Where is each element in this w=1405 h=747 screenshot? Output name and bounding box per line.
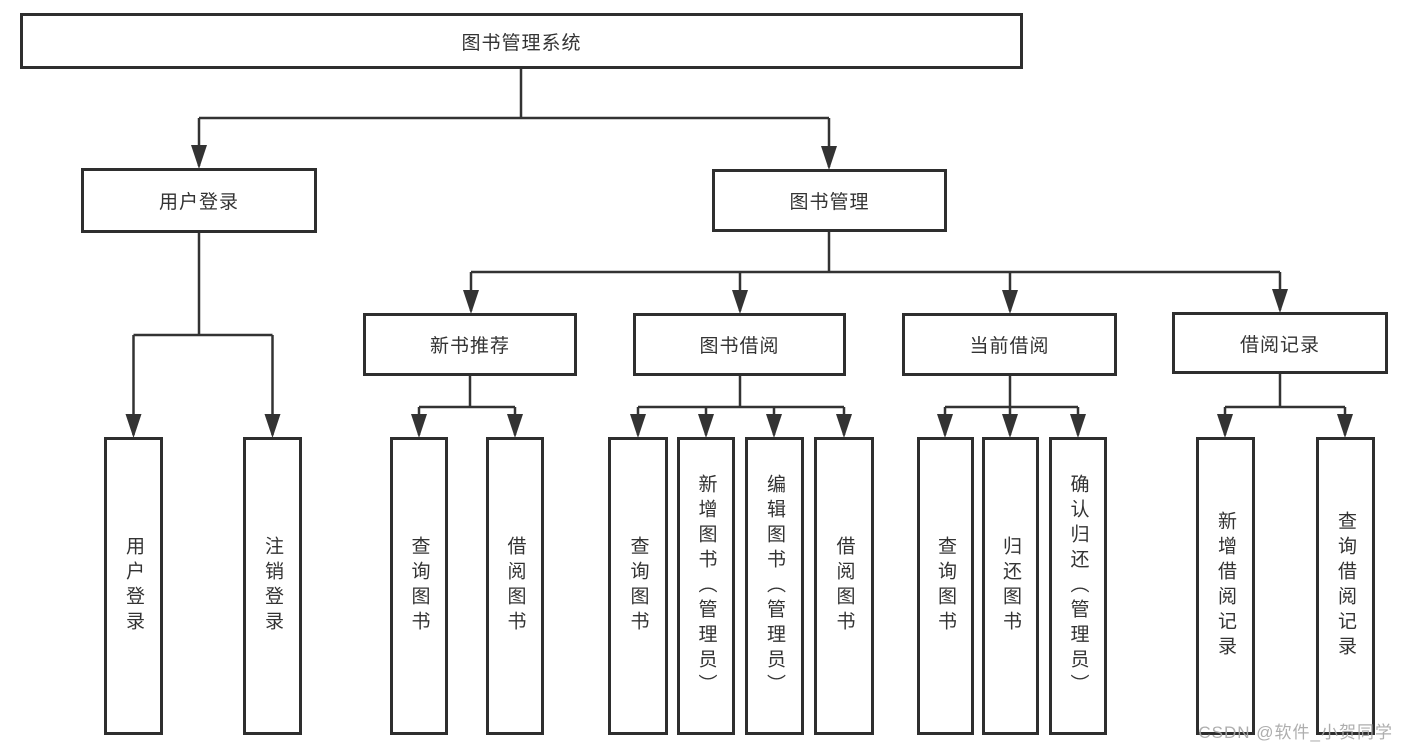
node-current-borrowing: 当前借阅 xyxy=(902,313,1117,376)
node-user-login-label: 用户登录 xyxy=(158,192,239,213)
leaf-query-borrow-record: 查询借阅记录 xyxy=(1316,437,1375,735)
leaf-user-login: 用户登录 xyxy=(104,437,163,735)
leaf-add-books-admin-label: 新增图书（管理员） xyxy=(695,473,717,699)
leaf-query-books-recommend-label: 查询图书 xyxy=(408,536,430,636)
arrowhead-icons xyxy=(125,145,1353,438)
node-root-label: 图书管理系统 xyxy=(461,32,582,54)
leaf-confirm-return-admin: 确认归还（管理员） xyxy=(1049,437,1107,735)
leaf-edit-books-admin: 编辑图书（管理员） xyxy=(745,437,804,735)
node-book-borrowing: 图书借阅 xyxy=(633,313,846,376)
leaf-logout-label: 注销登录 xyxy=(262,536,283,636)
leaf-borrow-books: 借阅图书 xyxy=(814,437,874,735)
leaf-add-borrow-record: 新增借阅记录 xyxy=(1196,437,1255,735)
node-book-management: 图书管理 xyxy=(712,169,947,232)
leaf-query-books-borrow: 查询图书 xyxy=(608,437,668,735)
node-current-borrowing-label: 当前借阅 xyxy=(969,336,1050,357)
leaf-borrow-books-label: 借阅图书 xyxy=(833,536,855,636)
leaf-query-borrow-record-label: 查询借阅记录 xyxy=(1335,511,1356,661)
leaf-borrow-books-recommend-label: 借阅图书 xyxy=(504,536,526,636)
leaf-query-books-recommend: 查询图书 xyxy=(390,437,448,735)
leaf-confirm-return-admin-label: 确认归还（管理员） xyxy=(1067,473,1089,699)
node-borrowing-records-label: 借阅记录 xyxy=(1239,334,1320,356)
leaf-add-borrow-record-label: 新增借阅记录 xyxy=(1215,511,1236,661)
node-user-login: 用户登录 xyxy=(81,168,317,233)
leaf-query-books-current-label: 查询图书 xyxy=(935,536,956,636)
watermark: CSDN @软件_小贺同学 xyxy=(1198,723,1393,742)
leaf-logout: 注销登录 xyxy=(243,437,302,735)
node-new-book-recommendation: 新书推荐 xyxy=(363,313,577,376)
leaf-user-login-label: 用户登录 xyxy=(123,536,144,636)
node-borrowing-records: 借阅记录 xyxy=(1172,312,1388,374)
leaf-query-books-current: 查询图书 xyxy=(917,437,974,735)
leaf-query-books-borrow-label: 查询图书 xyxy=(627,536,649,636)
node-root: 图书管理系统 xyxy=(20,13,1023,69)
leaf-return-books-label: 归还图书 xyxy=(1000,536,1021,636)
leaf-return-books: 归还图书 xyxy=(982,437,1039,735)
node-book-management-label: 图书管理 xyxy=(789,192,870,213)
node-new-book-recommendation-label: 新书推荐 xyxy=(429,336,510,357)
node-book-borrowing-label: 图书借阅 xyxy=(699,336,780,357)
leaf-borrow-books-recommend: 借阅图书 xyxy=(486,437,544,735)
leaf-edit-books-admin-label: 编辑图书（管理员） xyxy=(764,473,785,699)
leaf-add-books-admin: 新增图书（管理员） xyxy=(677,437,735,735)
